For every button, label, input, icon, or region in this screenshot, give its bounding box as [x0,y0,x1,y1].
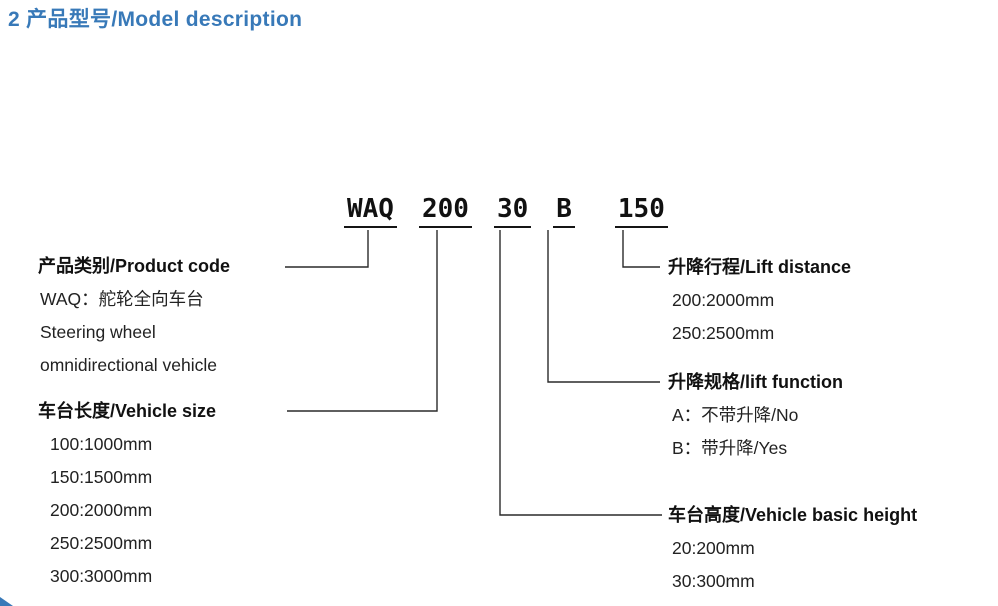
legend-line: WAQ：舵轮全向车台 [40,289,204,309]
model-code-segment-distance: 150 [614,193,668,228]
model-code: WAQ 200 30 B 150 [344,193,668,228]
legend-product-code: 产品类别/Product code WAQ：舵轮全向车台 Steering wh… [38,250,230,382]
legend-heading: 车台高度/Vehicle basic height [668,505,918,525]
legend-line: 150:1500mm [50,467,153,487]
legend-line: 200:2000mm [672,290,775,310]
section-title: 2 产品型号/Model description [8,8,303,31]
legend-vehicle-height: 车台高度/Vehicle basic height 20:200mm 30:30… [668,499,917,598]
model-code-segment-product: WAQ [344,193,397,228]
legend-line: B：带升降/Yes [672,438,788,458]
model-code-segment-size: 200 [418,193,472,228]
connector-lift-function [547,230,660,383]
legend-heading: 产品类别/Product code [38,256,231,276]
connector-lift-distance [622,230,660,268]
legend-line: omnidirectional vehicle [40,355,218,375]
legend-line: 250:2500mm [50,533,153,553]
legend-line: A：不带升降/No [672,405,799,425]
connector-vehicle-size [287,230,438,412]
legend-lift-function: 升降规格/lift function A：不带升降/No B：带升降/Yes [668,366,843,465]
legend-heading: 升降行程/Lift distance [668,257,852,277]
connector-vehicle-height [499,230,662,516]
legend-line: 250:2500mm [672,323,775,343]
connector-product-code [285,230,369,268]
legend-line: 200:2000mm [50,500,153,520]
legend-heading: 升降规格/lift function [668,372,843,392]
legend-vehicle-size: 车台长度/Vehicle size 100:1000mm 150:1500mm … [38,395,216,593]
model-code-segment-lift: B [553,193,575,228]
page-corner-decoration [0,597,13,606]
model-code-segment-height: 30 [493,193,532,228]
legend-line: 100:1000mm [50,434,153,454]
legend-line: 30:300mm [672,571,755,591]
legend-line: Steering wheel [40,322,156,342]
legend-heading: 车台长度/Vehicle size [38,401,217,421]
legend-lift-distance: 升降行程/Lift distance 200:2000mm 250:2500mm [668,251,851,350]
legend-line: 300:3000mm [50,566,153,586]
legend-line: 20:200mm [672,538,755,558]
